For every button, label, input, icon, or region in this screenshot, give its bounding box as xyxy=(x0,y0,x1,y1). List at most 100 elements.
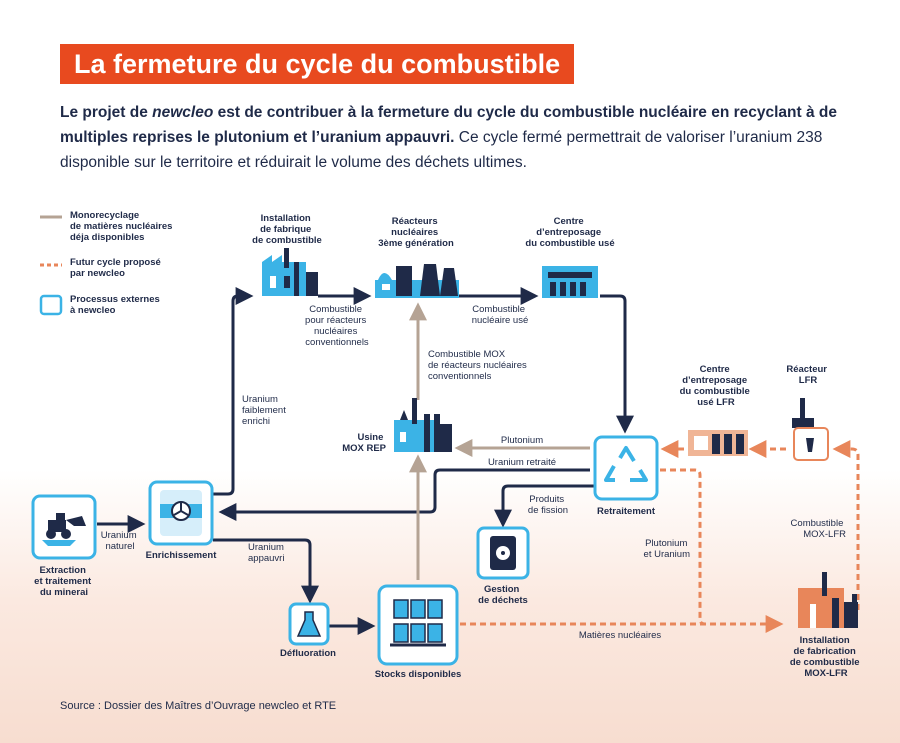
label-combustible-mox-line-1: Combustible MOX xyxy=(428,349,506,360)
label-reacteurs-line-1: Réacteurs xyxy=(392,216,438,227)
flow-lines xyxy=(97,287,860,635)
label-matieres-nucleaires: Matières nucléaires xyxy=(579,630,662,641)
radioactive-barrel-icon xyxy=(490,536,516,570)
label-combustible-conv-line-2: pour réacteurs xyxy=(305,315,367,326)
label-usine-mox: Usine MOX REP xyxy=(342,432,386,454)
label-combustible-use: Combustible nucléaire usé xyxy=(472,304,529,326)
label-reacteur-lfr-line-2: LFR xyxy=(799,375,818,386)
label-uranium-enrichi-line-3: enrichi xyxy=(242,416,270,427)
label-entreposage-lfr-line-3: du combustible xyxy=(680,386,750,397)
legend-item-2: Futur cycle proposé par newcleo xyxy=(70,257,163,279)
label-fabrication-lfr-line-1: Installation xyxy=(800,635,850,646)
label-enrichissement: Enrichissement xyxy=(146,550,218,561)
label-retraitement: Retraitement xyxy=(597,506,656,517)
label-extraction-line-1: Extraction xyxy=(39,565,86,576)
gestion-node xyxy=(476,526,530,580)
label-combustible-use-line-2: nucléaire usé xyxy=(472,315,529,326)
flow-combustible-mox-lfr xyxy=(832,440,860,610)
label-fabrication-lfr: Installation de fabrication de combustib… xyxy=(790,635,862,679)
legend-item-3-line-1: Processus externes xyxy=(70,294,160,305)
centrifuge-icon xyxy=(160,490,202,536)
source-note: Source : Dossier des Maîtres d’Ouvrage n… xyxy=(60,700,337,712)
label-uranium-enrichi: Uranium faiblement enrichi xyxy=(242,394,288,427)
flask-icon xyxy=(296,611,322,637)
page-title: La fermeture du cycle du combustible xyxy=(60,44,575,84)
label-fabrique-line-2: de fabrique xyxy=(260,224,311,235)
label-reacteurs-line-2: nucléaires xyxy=(391,227,438,238)
legend-item-1-line-2: de matières nucléaires xyxy=(70,221,172,232)
label-produits-fission-line-2: de fission xyxy=(528,505,568,516)
label-combustible-conv-line-4: conventionnels xyxy=(305,337,369,348)
legend-item-3: Processus externes à newcleo xyxy=(70,294,162,316)
label-combustible-mox-line-2: de réacteurs nucléaires xyxy=(428,360,527,371)
barrels-icon xyxy=(390,599,446,647)
flow-uranium-appauvri xyxy=(213,538,319,604)
label-uranium-retraite: Uranium retraité xyxy=(488,457,556,468)
label-combustible-mox-lfr: Combustible MOX-LFR xyxy=(791,518,847,540)
label-plutonium-uranium-line-2: et Uranium xyxy=(644,549,691,560)
legend-item-3-line-2: à newcleo xyxy=(70,305,116,316)
label-gestion: Gestion de déchets xyxy=(478,584,528,606)
label-uranium-retraite-line-1: Uranium retraité xyxy=(488,457,556,468)
label-uranium-appauvri: Uranium appauvri xyxy=(248,542,287,564)
intro-bold-a: Le projet de xyxy=(60,104,153,121)
label-entreposage-line-3: du combustible usé xyxy=(525,238,614,249)
label-extraction-line-2: et traitement xyxy=(34,576,92,587)
label-produits-fission-line-1: Produits xyxy=(529,494,564,505)
label-fabrication-lfr-line-4: MOX-LFR xyxy=(804,668,847,679)
label-reacteurs: Réacteurs nucléaires 3ème génération xyxy=(378,216,454,249)
factory-icon xyxy=(262,248,318,296)
label-combustible-mox: Combustible MOX de réacteurs nucléaires … xyxy=(428,349,529,382)
label-retraitement-line-1: Retraitement xyxy=(597,506,656,517)
flow-uranium-enrichi xyxy=(213,287,254,496)
label-combustible-use-line-1: Combustible xyxy=(472,304,525,315)
tractor-icon xyxy=(42,513,86,546)
label-gestion-line-2: de déchets xyxy=(478,595,528,606)
label-gestion-line-1: Gestion xyxy=(484,584,520,595)
intro-bold-italic: newcleo xyxy=(152,104,214,121)
label-combustible-mox-lfr-line-1: Combustible xyxy=(791,518,844,529)
label-defluoration: Défluoration xyxy=(280,648,336,659)
legend-item-1-line-1: Monorecyclage xyxy=(70,210,139,221)
entreposage-node xyxy=(542,266,598,298)
intro-paragraph: Le projet de newcleo est de contribuer à… xyxy=(60,100,880,175)
label-stocks-line-1: Stocks disponibles xyxy=(375,669,462,680)
legend-item-1: Monorecyclage de matières nucléaires déj… xyxy=(70,210,175,243)
usine-mox-node xyxy=(394,398,452,452)
intro-bold-b: est de contribuer à la fermeture du cycl… xyxy=(60,104,837,146)
legend-box xyxy=(39,294,63,316)
label-combustible-mox-lfr-line-2: MOX-LFR xyxy=(803,529,846,540)
label-reacteurs-line-3: 3ème génération xyxy=(378,238,454,249)
recycle-icon xyxy=(604,446,648,482)
legend-item-1-line-3: déja disponibles xyxy=(70,232,144,243)
flow-to-retraitement xyxy=(600,294,634,434)
label-plutonium-uranium: Plutonium et Uranium xyxy=(644,538,691,560)
label-uranium-naturel-line-2: naturel xyxy=(105,541,134,552)
label-usine-mox-line-1: Usine xyxy=(357,432,383,443)
label-matieres-nucleaires-line-1: Matières nucléaires xyxy=(579,630,662,641)
storage-icon xyxy=(688,430,748,456)
reactor-icon xyxy=(375,264,459,298)
label-combustible-conv-line-3: nucléaires xyxy=(314,326,358,337)
label-entreposage-line-1: Centre xyxy=(554,216,584,227)
label-plutonium-line-1: Plutonium xyxy=(501,435,543,446)
enrichissement-node xyxy=(148,480,214,546)
label-uranium-enrichi-line-1: Uranium xyxy=(242,394,278,405)
legend-item-2-line-1: Futur cycle proposé xyxy=(70,257,161,268)
label-entreposage-lfr: Centre d’entreposage du combustible usé … xyxy=(680,364,753,408)
label-entreposage: Centre d’entreposage du combustible usé xyxy=(525,216,614,249)
label-extraction: Extraction et traitement du minerai xyxy=(34,565,94,598)
stocks-node xyxy=(377,584,459,666)
label-extraction-line-3: du minerai xyxy=(40,587,88,598)
storage-icon xyxy=(542,266,598,298)
label-reacteur-lfr-line-1: Réacteur xyxy=(786,364,827,375)
reacteurs-node xyxy=(375,264,459,298)
label-enrichissement-line-1: Enrichissement xyxy=(146,550,218,561)
label-fabrication-lfr-line-3: de combustible xyxy=(790,657,860,668)
factory-icon xyxy=(798,572,858,628)
legend: Monorecyclage de matières nucléaires déj… xyxy=(39,210,175,316)
label-uranium-appauvri-line-1: Uranium xyxy=(248,542,284,553)
label-combustible-conv-line-1: Combustible xyxy=(309,304,362,315)
legend-item-2-line-2: par newcleo xyxy=(70,268,125,279)
